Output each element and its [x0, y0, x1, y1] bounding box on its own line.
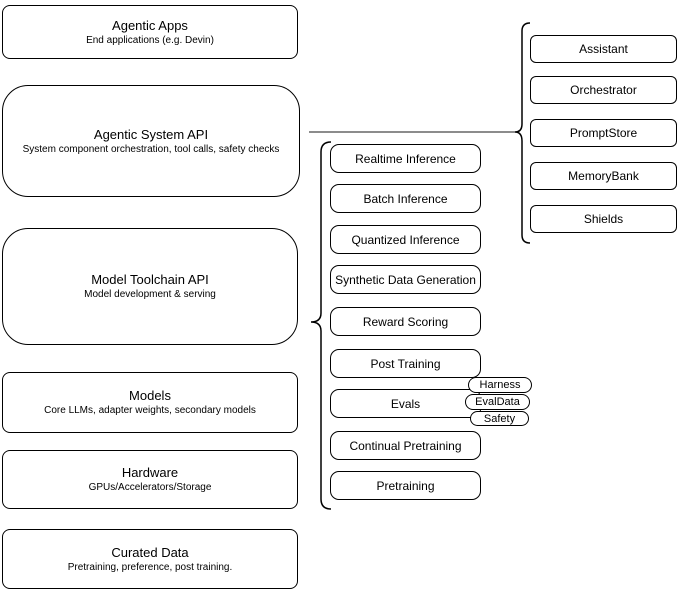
node-synthetic-data-generation: Synthetic Data Generation [330, 265, 481, 294]
node-title: Curated Data [111, 544, 189, 560]
node-shields: Shields [530, 205, 677, 233]
node-title: Agentic Apps [112, 17, 188, 33]
node-model-toolchain-api: Model Toolchain API Model development & … [2, 228, 298, 345]
node-memorybank: MemoryBank [530, 162, 677, 190]
node-orchestrator: Orchestrator [530, 76, 677, 104]
node-agentic-apps: Agentic Apps End applications (e.g. Devi… [2, 5, 298, 59]
node-hardware: Hardware GPUs/Accelerators/Storage [2, 450, 298, 509]
node-subtitle: GPUs/Accelerators/Storage [88, 482, 212, 493]
tag-evaldata: EvalData [465, 394, 530, 410]
node-title: Hardware [121, 465, 179, 480]
node-subtitle: Model development & serving [84, 289, 216, 300]
toolchain-group-brace [310, 141, 332, 510]
node-promptstore: PromptStore [530, 119, 677, 147]
node-title: Models [129, 388, 171, 403]
node-realtime-inference: Realtime Inference [330, 144, 481, 173]
node-curated-data: Curated Data Pretraining, preference, po… [2, 529, 298, 589]
node-post-training: Post Training [330, 349, 481, 378]
node-title: Agentic System API [93, 126, 209, 142]
node-batch-inference: Batch Inference [330, 184, 481, 213]
system-group-brace [514, 22, 531, 244]
tag-harness: Harness [468, 377, 532, 393]
node-quantized-inference: Quantized Inference [330, 225, 481, 254]
node-subtitle: System component orchestration, tool cal… [22, 143, 280, 155]
node-evals: Evals [330, 389, 481, 418]
node-subtitle: Core LLMs, adapter weights, secondary mo… [44, 405, 256, 416]
tag-safety: Safety [470, 411, 529, 426]
node-subtitle: End applications (e.g. Devin) [86, 34, 214, 46]
node-title: Model Toolchain API [91, 272, 209, 287]
node-agentic-system-api: Agentic System API System component orch… [2, 85, 300, 197]
node-reward-scoring: Reward Scoring [330, 307, 481, 336]
node-continual-pretraining: Continual Pretraining [330, 431, 481, 460]
node-assistant: Assistant [530, 35, 677, 63]
node-subtitle: Pretraining, preference, post training. [67, 561, 233, 573]
node-pretraining: Pretraining [330, 471, 481, 500]
node-models: Models Core LLMs, adapter weights, secon… [2, 372, 298, 433]
